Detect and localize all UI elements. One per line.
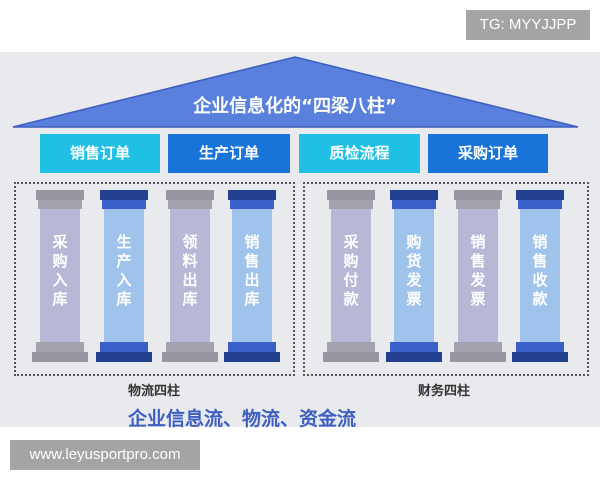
watermark-top: TG: MYYJJPP [466,10,590,40]
pillar: 购货发票 [386,190,442,362]
pillar: 生产入库 [96,190,152,362]
slogan: 企业信息流、物流、资金流 [128,408,357,430]
pillar: 销售出库 [224,190,280,362]
roof-triangle [12,56,579,128]
pillar: 领料出库 [162,190,218,362]
pillar: 销售收款 [512,190,568,362]
logistics-group-box [14,182,295,376]
finance-group-label: 财务四柱 [418,384,471,399]
beam-production-order: 生产订单 [168,134,290,173]
logistics-group-label: 物流四柱 [128,384,181,399]
finance-group-box [303,182,589,376]
pillar: 销售发票 [450,190,506,362]
beam-quality-process: 质检流程 [299,134,420,173]
pillar: 采购付款 [323,190,379,362]
pillar: 采购入库 [32,190,88,362]
watermark-bottom: www.leyusportpro.com [10,440,200,470]
roof-title: 企业信息化的“四梁八柱” [193,96,397,117]
beam-sales-order: 销售订单 [40,134,160,173]
beam-purchase-order: 采购订单 [428,134,548,173]
